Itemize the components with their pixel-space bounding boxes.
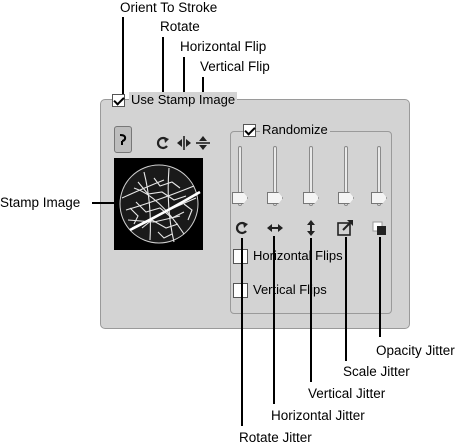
horizontal-flips-label: Horizontal Flips: [253, 248, 343, 263]
callout-rotate: Rotate: [160, 19, 200, 34]
orient-stroke-icon: [119, 133, 127, 145]
randomize-checkbox[interactable]: [243, 124, 256, 137]
callout-rotate-jitter: Rotate Jitter: [239, 430, 312, 445]
slider-thumb-vertical-jitter[interactable]: [303, 192, 319, 204]
use-stamp-image-label: Use Stamp Image: [129, 92, 238, 108]
orient-to-stroke-button[interactable]: [114, 126, 132, 153]
slider-track-scale-jitter[interactable]: [344, 146, 348, 206]
leader-line-stamp-image: [92, 202, 114, 204]
slider-thumb-opacity-jitter[interactable]: [371, 192, 387, 204]
use-stamp-image-checkbox[interactable]: [112, 94, 125, 107]
callout-scale-jitter: Scale Jitter: [343, 364, 410, 379]
slider-track-horizontal-jitter[interactable]: [273, 146, 277, 206]
stamp-texture-image: [119, 164, 201, 244]
callout-vertical-flip: Vertical Flip: [200, 59, 270, 74]
leader-line-orient: [122, 17, 124, 123]
leader-line-opacity-jitter: [379, 237, 381, 337]
callout-orient-to-stroke: Orient To Stroke: [120, 0, 218, 15]
callout-stamp-image: Stamp Image: [0, 195, 81, 210]
horizontal-flips-checkbox[interactable]: [233, 249, 248, 264]
vertical-flip-icon[interactable]: [195, 135, 211, 151]
opacity-jitter-icon: [372, 221, 386, 235]
leader-line-rotate-jitter: [241, 238, 243, 426]
rotate-jitter-icon: [235, 221, 248, 235]
horizontal-jitter-icon: [267, 224, 283, 232]
vertical-flips-checkbox[interactable]: [233, 283, 248, 298]
scale-jitter-icon: [337, 220, 353, 236]
randomize-label: Randomize: [260, 122, 330, 138]
vertical-jitter-icon: [307, 220, 315, 236]
horizontal-flip-icon[interactable]: [176, 135, 192, 151]
stamp-image-preview[interactable]: [114, 158, 203, 250]
slider-track-rotate-jitter[interactable]: [238, 146, 242, 206]
leader-line-horizontal-jitter: [273, 236, 275, 404]
slider-track-opacity-jitter[interactable]: [377, 146, 381, 206]
leader-line-scale-jitter: [345, 237, 347, 361]
callout-opacity-jitter: Opacity Jitter: [376, 343, 455, 358]
slider-thumb-horizontal-jitter[interactable]: [267, 192, 283, 204]
slider-thumb-scale-jitter[interactable]: [338, 192, 354, 204]
rotate-icon[interactable]: [155, 135, 171, 151]
slider-track-vertical-jitter[interactable]: [309, 146, 313, 206]
callout-horizontal-flip: Horizontal Flip: [180, 39, 267, 54]
leader-line-vertical-jitter: [310, 238, 312, 382]
slider-thumb-rotate-jitter[interactable]: [232, 192, 248, 204]
vertical-flips-label: Vertical Flips: [253, 282, 327, 297]
leader-line-rotate: [162, 37, 164, 133]
callout-vertical-jitter: Vertical Jitter: [308, 386, 386, 401]
callout-horizontal-jitter: Horizontal Jitter: [271, 408, 365, 423]
